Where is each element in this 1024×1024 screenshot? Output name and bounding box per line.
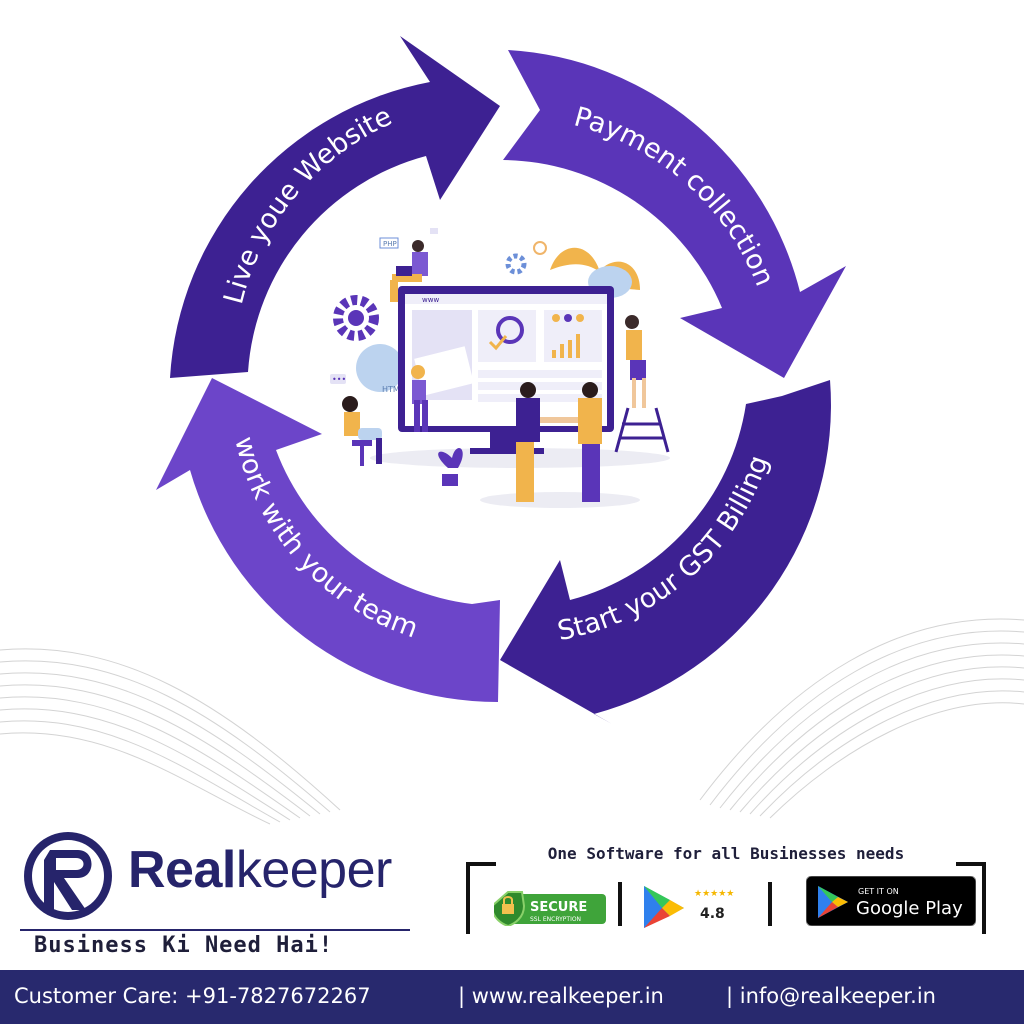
play-store-rating: ★★★★★ 4.8 — [644, 886, 734, 928]
code-tag — [430, 228, 438, 234]
website-link[interactable]: | www.realkeeper.in — [458, 984, 664, 1008]
gear-icon: HTML — [356, 344, 405, 394]
gear-icon — [333, 295, 379, 341]
svg-text:SECURE: SECURE — [530, 900, 587, 915]
brand-logo: Realkeeper Business Ki Need Hai! — [20, 826, 440, 966]
svg-text:GET IT ON: GET IT ON — [858, 887, 899, 896]
separator — [768, 882, 772, 926]
realkeeper-logo-icon — [24, 832, 112, 920]
ssl-secure-badge: SECURE SSL ENCRYPTION — [494, 891, 606, 926]
play-store-icon — [644, 886, 684, 928]
gear-icon — [533, 241, 547, 255]
web-development-illustration: HTML PHP ••• www — [330, 228, 670, 508]
separator — [618, 882, 622, 926]
person-with-laptop — [390, 240, 428, 302]
contact-footer: Customer Care: +91-7827672267 | www.real… — [0, 970, 1024, 1024]
google-play-icon — [818, 886, 848, 918]
person-waving — [411, 365, 428, 432]
rating-value: 4.8 — [700, 906, 725, 922]
people-handshake — [516, 382, 602, 502]
promo-title: One Software for all Businesses needs — [547, 844, 905, 863]
svg-text:SSL ENCRYPTION: SSL ENCRYPTION — [530, 916, 581, 923]
promo-frame — [466, 862, 986, 934]
brand-divider — [20, 929, 410, 931]
code-tag — [379, 237, 399, 249]
svg-text:•••: ••• — [332, 375, 346, 384]
code-tag-label: PHP — [383, 240, 397, 248]
rating-stars: ★★★★★ — [694, 889, 734, 899]
potted-plant — [438, 447, 463, 486]
svg-text:HTML: HTML — [382, 385, 405, 394]
person-sitting-chair — [342, 396, 382, 466]
email-link[interactable]: | info@realkeeper.in — [726, 984, 936, 1008]
browser-address-text: www — [422, 296, 439, 304]
promo-badges: One Software for all Businesses needs SE… — [466, 842, 986, 942]
brand-name: Realkeeper — [128, 841, 392, 899]
svg-text:Google Play: Google Play — [856, 898, 963, 919]
person-on-ladder — [614, 315, 670, 453]
background-waves — [0, 618, 1024, 825]
gear-icon — [505, 253, 527, 275]
google-play-button[interactable]: GET IT ON Google Play — [806, 876, 976, 926]
customer-care-text: Customer Care: +91-7827672267 — [14, 984, 371, 1008]
brand-tagline: Business Ki Need Hai! — [34, 933, 334, 958]
chat-bubble-icon — [330, 374, 346, 384]
